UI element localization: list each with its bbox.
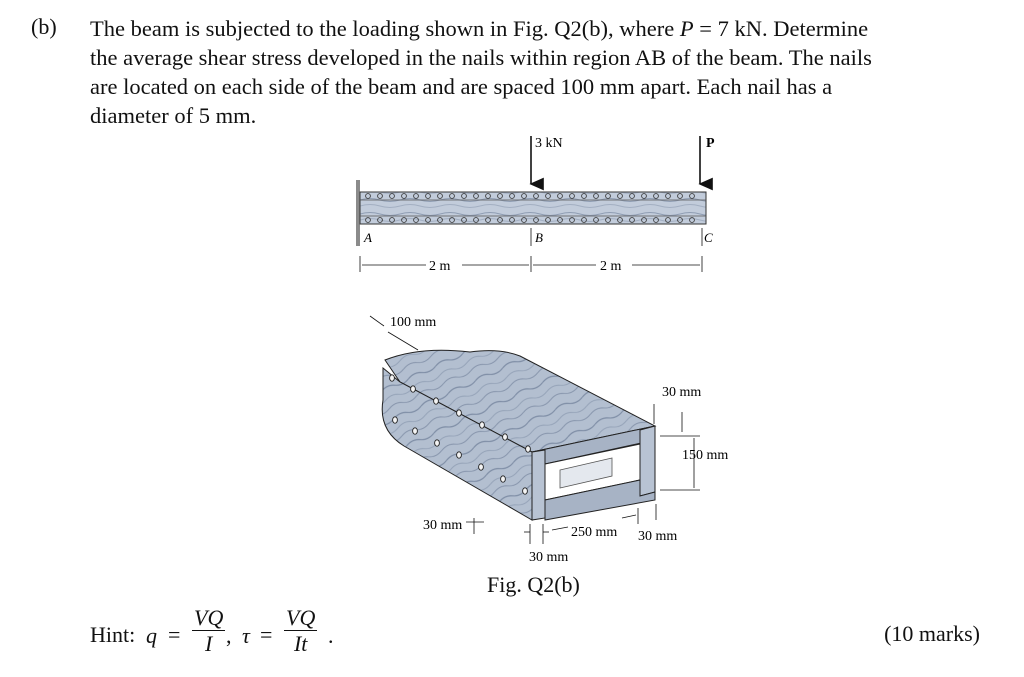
given-value: = 7 kN: [699, 16, 762, 41]
hint-fraction-tau-numerator: VQ: [284, 605, 318, 631]
hint-fraction-q: VQ I: [192, 605, 226, 657]
top-plank-surface: [384, 349, 657, 453]
point-c-label: C: [704, 230, 713, 245]
question-text: The beam is subjected to the loading sho…: [90, 14, 996, 130]
nail-row-bottom: [365, 217, 695, 223]
hint-q-variable: q: [146, 623, 157, 648]
question-line-3: are located on each side of the beam and…: [90, 74, 833, 99]
right-thickness-label: 30 mm: [638, 529, 677, 544]
inner-height-label: 150 mm: [682, 448, 728, 463]
span-ab-label: 2 m: [429, 259, 451, 274]
point-a-label: A: [363, 230, 372, 245]
hint-tau-variable: τ: [242, 623, 250, 648]
question-line-1: The beam is subjected to the loading sho…: [90, 16, 869, 41]
question-line-2: the average shear stress developed in th…: [90, 45, 872, 70]
hint-fraction-tau: VQ It: [284, 605, 318, 657]
figure-caption: Fig. Q2(b): [487, 572, 580, 597]
section-dimensions: [466, 404, 700, 544]
nail-spacing-label: 100 mm: [390, 315, 436, 330]
hint-fraction-q-numerator: VQ: [192, 605, 226, 631]
load-c-label: P: [706, 136, 715, 151]
hint-equals-2: =: [260, 622, 273, 647]
nail-row-top: [365, 193, 695, 199]
point-b-label: B: [535, 230, 543, 245]
wall-support: [356, 180, 360, 246]
beam-elevation: 3 kN P A B C 2 m 2 m: [356, 136, 715, 274]
right-side-plank: [639, 425, 656, 497]
top-thickness-label: 30 mm: [662, 385, 701, 400]
hint-period: .: [328, 623, 334, 648]
question-label: (b): [31, 14, 57, 39]
left-thickness-label: 30 mm: [529, 550, 568, 565]
bottom-thickness-label: 30 mm: [423, 518, 462, 533]
load-b-label: 3 kN: [535, 136, 563, 151]
marks-label: (10 marks): [884, 621, 980, 646]
hint-fraction-q-denominator: I: [205, 631, 213, 656]
hint-comma: ,: [226, 623, 232, 648]
left-plank-edge: [531, 449, 546, 521]
hint-equals-1: =: [168, 622, 181, 647]
given-variable: P: [679, 16, 694, 41]
span-bc-label: 2 m: [600, 259, 622, 274]
hint: Hint: q = VQ I , τ = VQ It .: [90, 604, 390, 674]
bottom-plank-edge: [544, 479, 656, 521]
inner-width-label: 250 mm: [571, 525, 617, 540]
hint-label: Hint:: [90, 622, 136, 647]
question-line-4: diameter of 5 mm.: [90, 103, 257, 128]
span-dimensions: [359, 256, 703, 272]
box-beam-section: 100 mm: [369, 315, 728, 565]
nails-side: [389, 374, 531, 495]
hint-fraction-tau-denominator: It: [293, 631, 308, 656]
